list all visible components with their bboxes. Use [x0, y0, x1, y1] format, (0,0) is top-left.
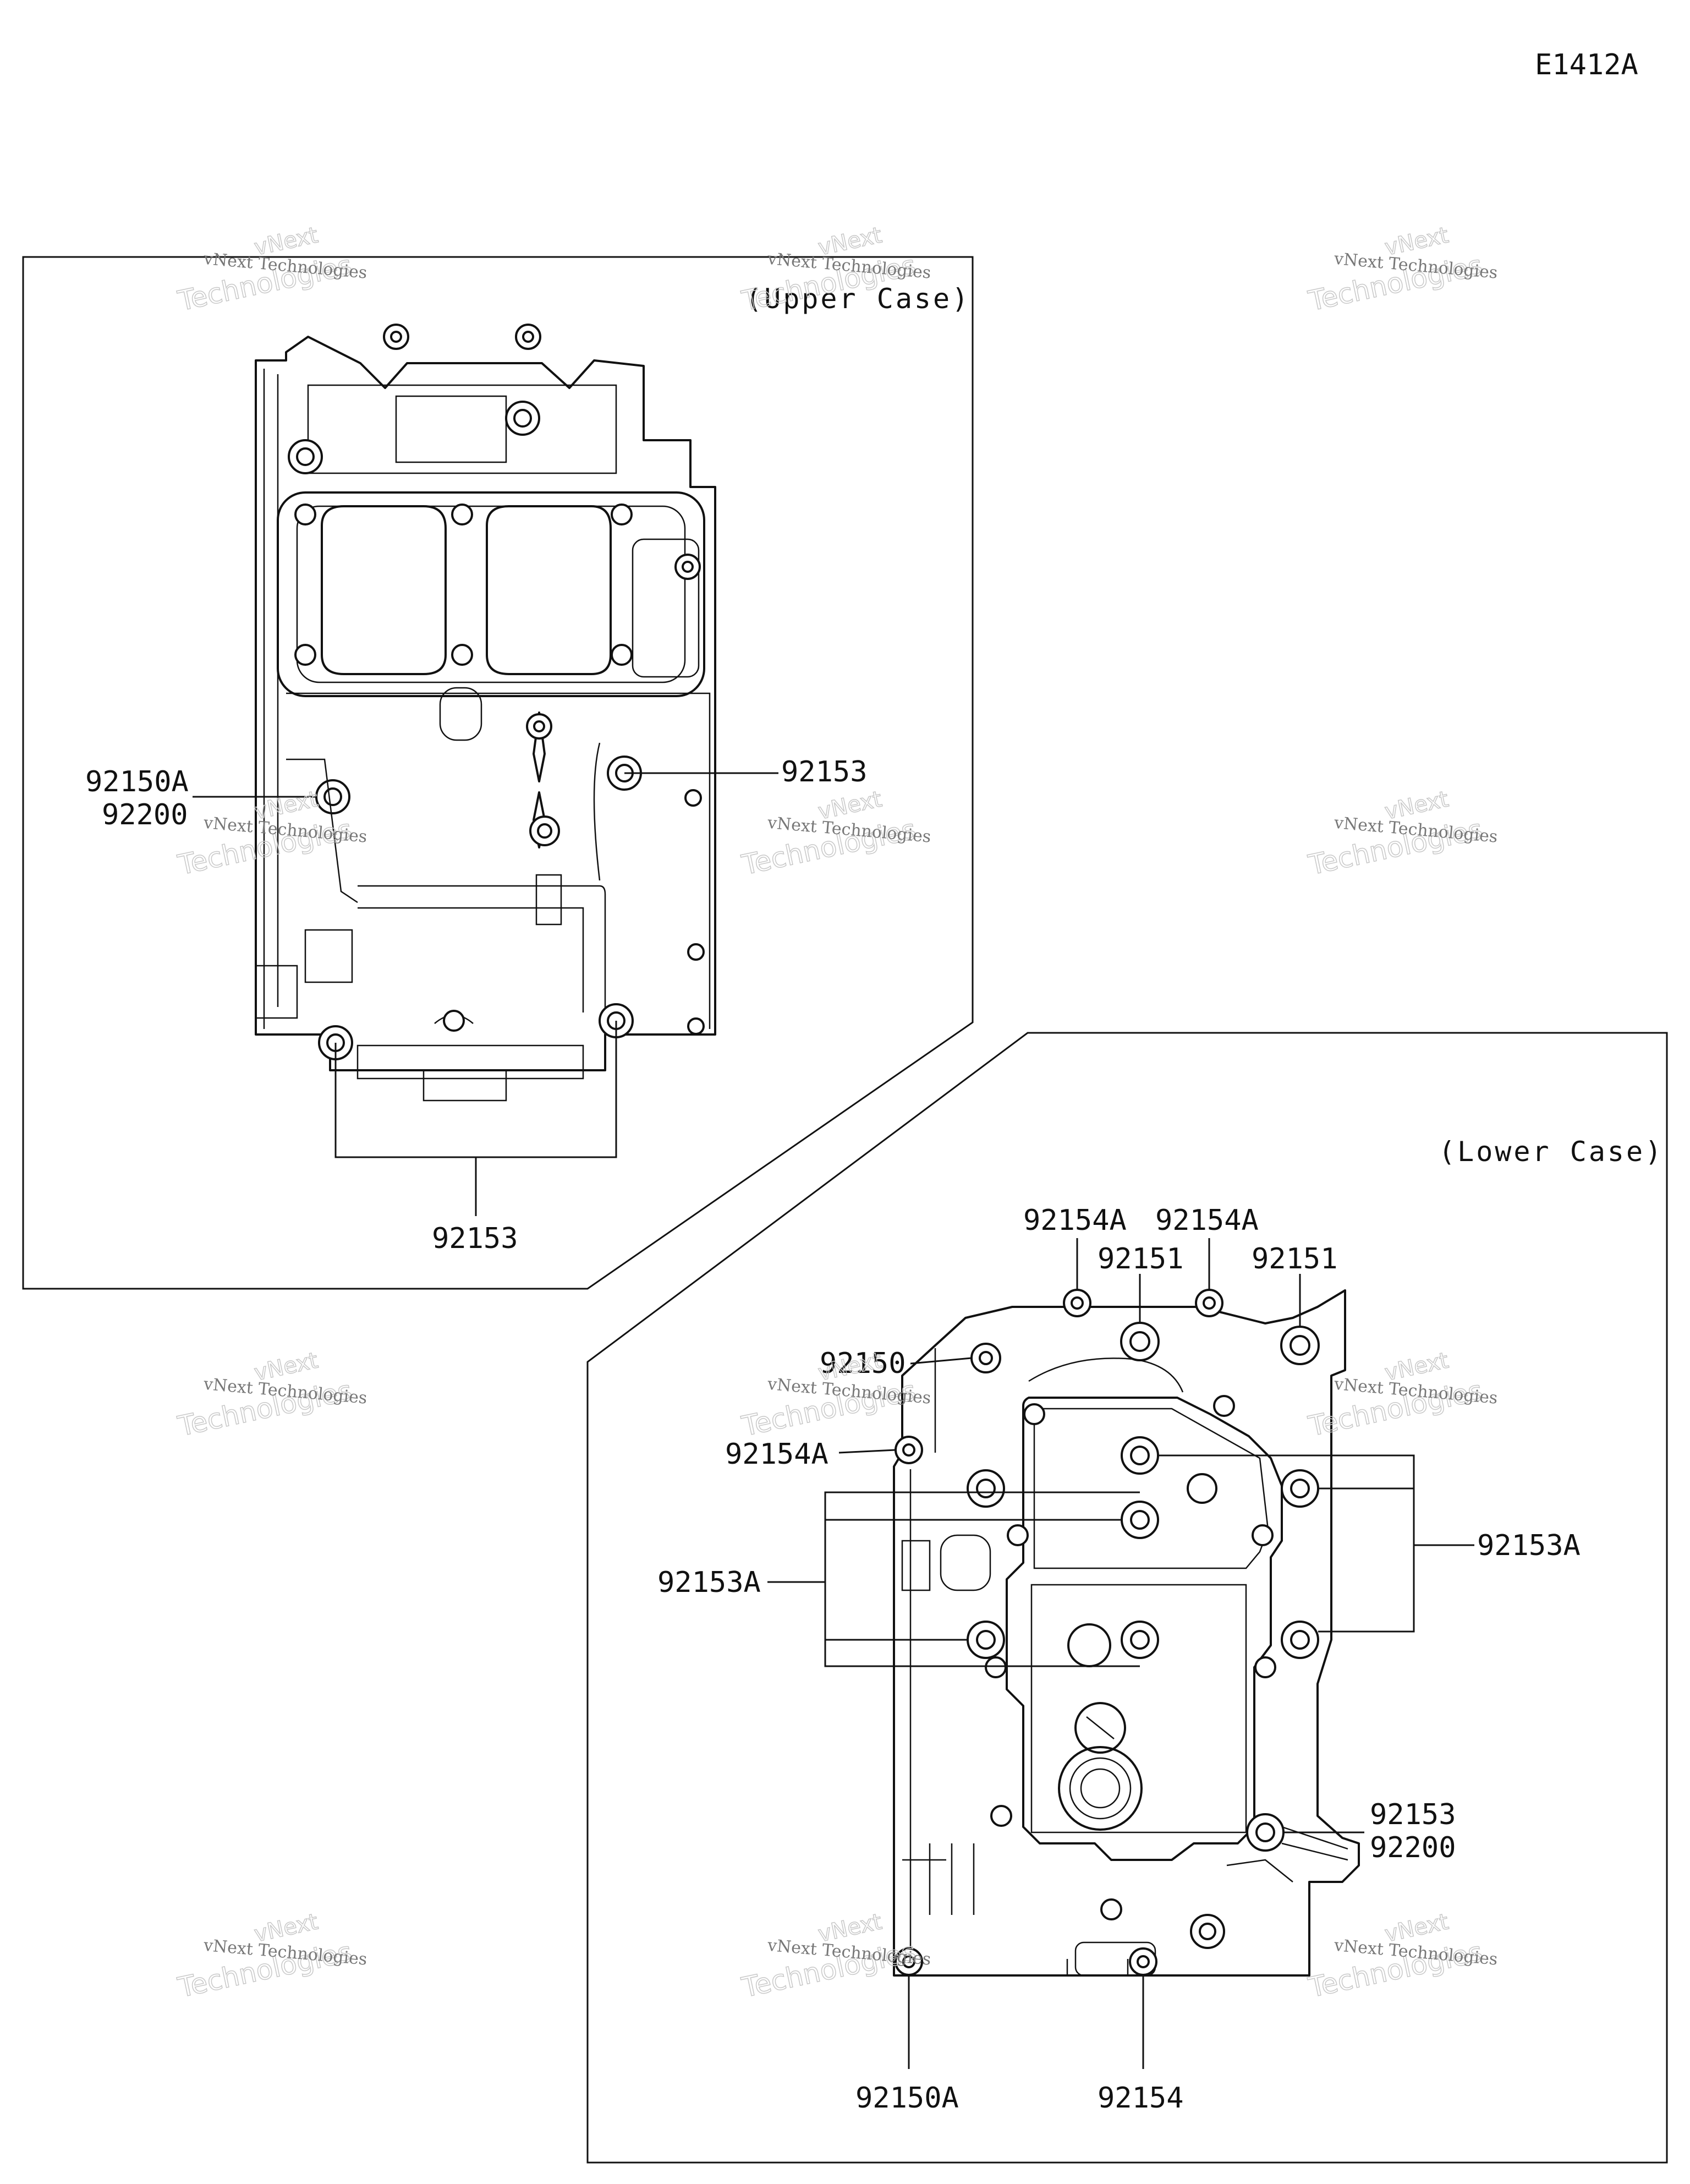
callout-92150: 92150: [820, 1347, 906, 1380]
lower-crankcase-drawing: [893, 1289, 1360, 1977]
callout-92200-lower: 92200: [1370, 1831, 1456, 1864]
callout-92200-upper: 92200: [102, 798, 188, 831]
upper-case-panel: (Upper Case): [22, 256, 974, 1290]
upper-case-title: (Upper Case): [745, 283, 970, 315]
callout-92153A-right: 92153A: [1477, 1529, 1581, 1562]
callout-92154A-left: 92154A: [725, 1438, 828, 1471]
callout-92150A-lower: 92150A: [855, 2082, 959, 2115]
callout-92151-left: 92151: [1098, 1242, 1184, 1276]
upper-case-frame: [22, 256, 974, 1290]
callout-92154A-top-right: 92154A: [1155, 1204, 1259, 1237]
lower-case-title: (Lower Case): [1439, 1136, 1664, 1168]
upper-crankcase-drawing: [255, 324, 716, 1102]
lower-case-panel: (Lower Case): [586, 1032, 1668, 2164]
callout-92153-upper-bottom: 92153: [432, 1222, 518, 1255]
callout-92153A-left: 92153A: [657, 1566, 761, 1599]
callout-92151-right: 92151: [1252, 1242, 1338, 1276]
callout-92154-lower: 92154: [1098, 2082, 1184, 2115]
callout-92153-upper-right: 92153: [781, 756, 868, 789]
lower-case-frame: [586, 1032, 1668, 2164]
diagram-id: E1412A: [1535, 48, 1638, 81]
callout-92153-lower: 92153: [1370, 1798, 1456, 1831]
callout-92154A-top-left: 92154A: [1023, 1204, 1127, 1237]
callout-92150A-upper: 92150A: [85, 765, 189, 798]
